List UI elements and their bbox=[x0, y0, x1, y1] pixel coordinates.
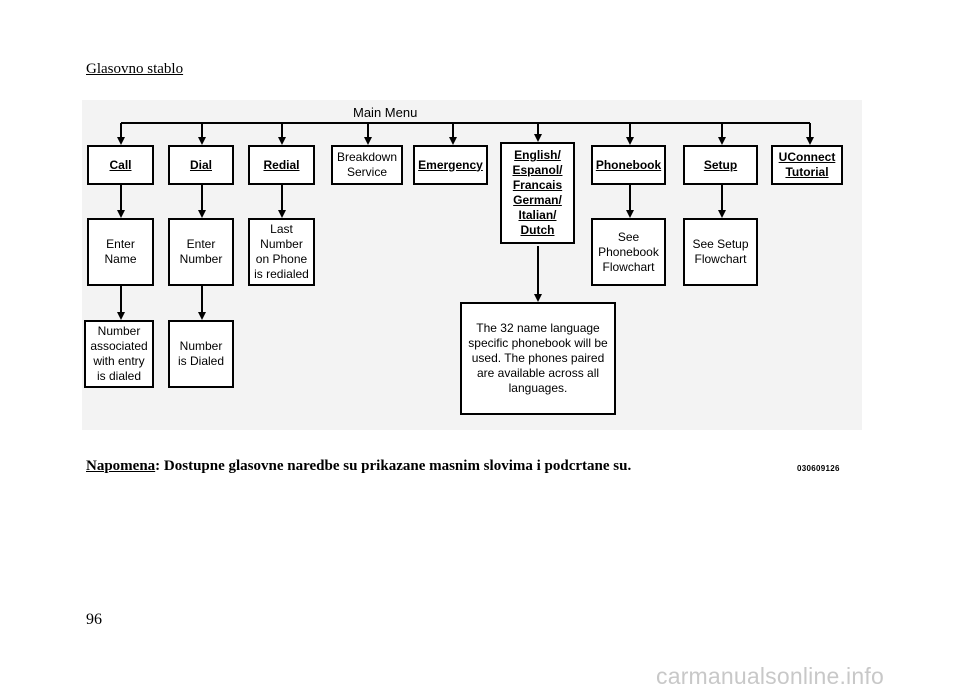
lang-francais: Francais bbox=[512, 178, 563, 192]
enter-number-box: Enter Number bbox=[168, 218, 234, 286]
language-note-box: The 32 name language specific phonebook … bbox=[460, 302, 616, 415]
phonebook-label: Phonebook bbox=[595, 157, 662, 172]
enter-name-line-1: Enter bbox=[106, 237, 135, 251]
lang-dutch: Dutch bbox=[520, 223, 555, 237]
see-phonebook-line-2: Phonebook bbox=[598, 244, 659, 259]
setup-label: Setup bbox=[703, 157, 738, 172]
emergency-label: Emergency bbox=[418, 157, 483, 172]
enter-number-line-1: Enter bbox=[186, 237, 216, 251]
last-number-box: Last Number on Phone is redialed bbox=[248, 218, 315, 286]
lang-espanol: Espanol/ bbox=[512, 163, 563, 177]
language-note-line-3: used. The phones paired bbox=[471, 351, 605, 365]
language-note-line-5: languages. bbox=[508, 381, 568, 395]
redial-label: Redial bbox=[263, 157, 300, 172]
note-paragraph: Napomena: Dostupne glasovne naredbe su p… bbox=[86, 458, 631, 475]
note-text: : Dostupne glasovne naredbe su prikazane… bbox=[155, 458, 632, 474]
enter-name-line-2: Name bbox=[104, 252, 137, 266]
uconnect-line-1: UConnect bbox=[778, 150, 836, 164]
call-box: Call bbox=[87, 145, 154, 185]
see-setup-box: See Setup Flowchart bbox=[683, 218, 758, 286]
last-number-line-1: Last bbox=[270, 222, 293, 236]
see-setup-line-2: Flowchart bbox=[694, 252, 747, 266]
number-associated-box: Number associated with entry is dialed bbox=[84, 320, 154, 388]
see-setup-line-1: See Setup bbox=[692, 237, 749, 251]
number-dialed-line-2: is Dialed bbox=[177, 354, 225, 368]
lang-german: German/ bbox=[513, 193, 562, 207]
number-associated-line-3: with entry bbox=[93, 354, 145, 368]
redial-box: Redial bbox=[248, 145, 315, 185]
figure-reference-code: 030609126 bbox=[797, 464, 840, 473]
uconnect-tutorial-box: UConnect Tutorial bbox=[771, 145, 843, 185]
main-menu-label: Main Menu bbox=[353, 105, 418, 120]
language-note-line-2: specific phonebook will be bbox=[468, 336, 608, 350]
number-associated-line-2: associated bbox=[90, 339, 148, 353]
number-dialed-box: Number is Dialed bbox=[168, 320, 234, 388]
breakdown-line-1: Breakdown bbox=[336, 150, 398, 164]
see-phonebook-line-3: Flowchart bbox=[602, 259, 655, 274]
diagram-connectors bbox=[117, 122, 814, 320]
last-number-line-3: on Phone bbox=[255, 252, 308, 266]
call-label: Call bbox=[109, 157, 132, 172]
see-phonebook-line-1: See bbox=[617, 229, 640, 244]
page-number: 96 bbox=[86, 611, 102, 628]
section-title: Glasovno stablo bbox=[86, 61, 184, 77]
number-associated-line-1: Number bbox=[97, 324, 141, 338]
enter-name-box: Enter Name bbox=[87, 218, 154, 286]
language-box: English/ Espanol/ Francais German/ Itali… bbox=[500, 142, 575, 244]
emergency-box: Emergency bbox=[413, 145, 488, 185]
number-associated-line-4: is dialed bbox=[96, 369, 142, 383]
breakdown-service-box: Breakdown Service bbox=[331, 145, 403, 185]
site-watermark: carmanualsonline.info bbox=[656, 663, 884, 689]
setup-box: Setup bbox=[683, 145, 758, 185]
dial-box: Dial bbox=[168, 145, 234, 185]
last-number-line-4: is redialed bbox=[254, 267, 309, 281]
note-label: Napomena bbox=[86, 458, 156, 474]
see-phonebook-box: See Phonebook Flowchart bbox=[591, 218, 666, 286]
language-note-line-4: are available across all bbox=[476, 366, 600, 380]
breakdown-line-2: Service bbox=[346, 165, 387, 179]
lang-english: English/ bbox=[514, 148, 561, 162]
enter-number-line-2: Number bbox=[179, 252, 223, 266]
last-number-line-2: Number bbox=[260, 237, 303, 251]
uconnect-line-2: Tutorial bbox=[785, 165, 829, 179]
language-note-line-1: The 32 name language bbox=[476, 321, 600, 335]
phonebook-box: Phonebook bbox=[591, 145, 666, 185]
dial-label: Dial bbox=[189, 157, 212, 172]
number-dialed-line-1: Number bbox=[179, 339, 223, 353]
lang-italian: Italian/ bbox=[518, 208, 557, 222]
